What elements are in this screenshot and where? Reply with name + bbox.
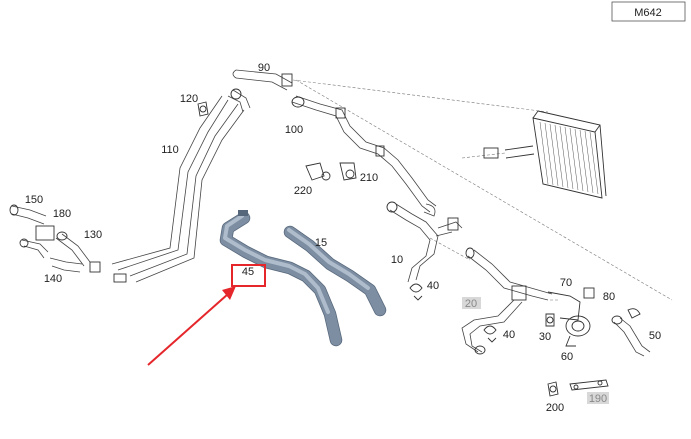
- callout-70[interactable]: 70: [560, 277, 572, 289]
- engine-code-box: M642: [611, 1, 686, 22]
- hose-15: [283, 225, 387, 317]
- left-cluster: [9, 204, 101, 273]
- clamp-40-upper: [409, 283, 423, 301]
- selection-box: [231, 264, 266, 287]
- callout-80[interactable]: 80: [603, 291, 615, 303]
- pump-cluster: [545, 287, 595, 347]
- callout-15[interactable]: 15: [315, 237, 327, 249]
- callout-20-badge: [462, 297, 481, 309]
- callout-100[interactable]: 100: [285, 124, 303, 136]
- callout-30[interactable]: 30: [539, 331, 551, 343]
- pipe-110: [111, 95, 245, 283]
- selection-arrow: [147, 293, 229, 366]
- callout-140[interactable]: 140: [44, 273, 62, 285]
- callout-200[interactable]: 200: [546, 402, 564, 414]
- callout-150[interactable]: 150: [25, 194, 43, 206]
- callout-220[interactable]: 220: [294, 185, 312, 197]
- callout-60[interactable]: 60: [561, 351, 573, 363]
- clips-220-210: [305, 162, 357, 181]
- selection-arrowhead: [222, 286, 236, 300]
- heater-core: [483, 110, 607, 199]
- callout-130[interactable]: 130: [84, 229, 102, 241]
- selection-highlight: [147, 264, 266, 366]
- callout-10[interactable]: 10: [391, 254, 403, 266]
- hose-50: [611, 308, 651, 357]
- callout-110[interactable]: 110: [161, 144, 179, 156]
- callout-40-upper[interactable]: 40: [427, 280, 439, 292]
- callout-210[interactable]: 210: [360, 172, 378, 184]
- callout-labels: 90 120 100 110 220 210 150 180 130 140 1…: [25, 62, 661, 414]
- callout-180[interactable]: 180: [53, 208, 71, 220]
- hose-100: [291, 95, 437, 217]
- callout-120[interactable]: 120: [180, 93, 198, 105]
- callout-20[interactable]: 20: [465, 298, 477, 310]
- engine-code-label: M642: [634, 7, 662, 19]
- clamp-40-lower: [483, 325, 497, 343]
- hose-10: [386, 201, 463, 283]
- fitting-120: [197, 101, 209, 117]
- parts-200-190: [547, 379, 609, 397]
- callout-50[interactable]: 50: [649, 330, 661, 342]
- hose-90: [227, 69, 293, 113]
- callout-45[interactable]: 45: [242, 266, 254, 278]
- callout-190[interactable]: 190: [589, 393, 607, 405]
- callout-190-badge: [587, 392, 609, 404]
- hose-45: [219, 210, 343, 347]
- callout-40-lower[interactable]: 40: [503, 329, 515, 341]
- hose-20: [461, 247, 553, 355]
- callout-90[interactable]: 90: [258, 62, 270, 74]
